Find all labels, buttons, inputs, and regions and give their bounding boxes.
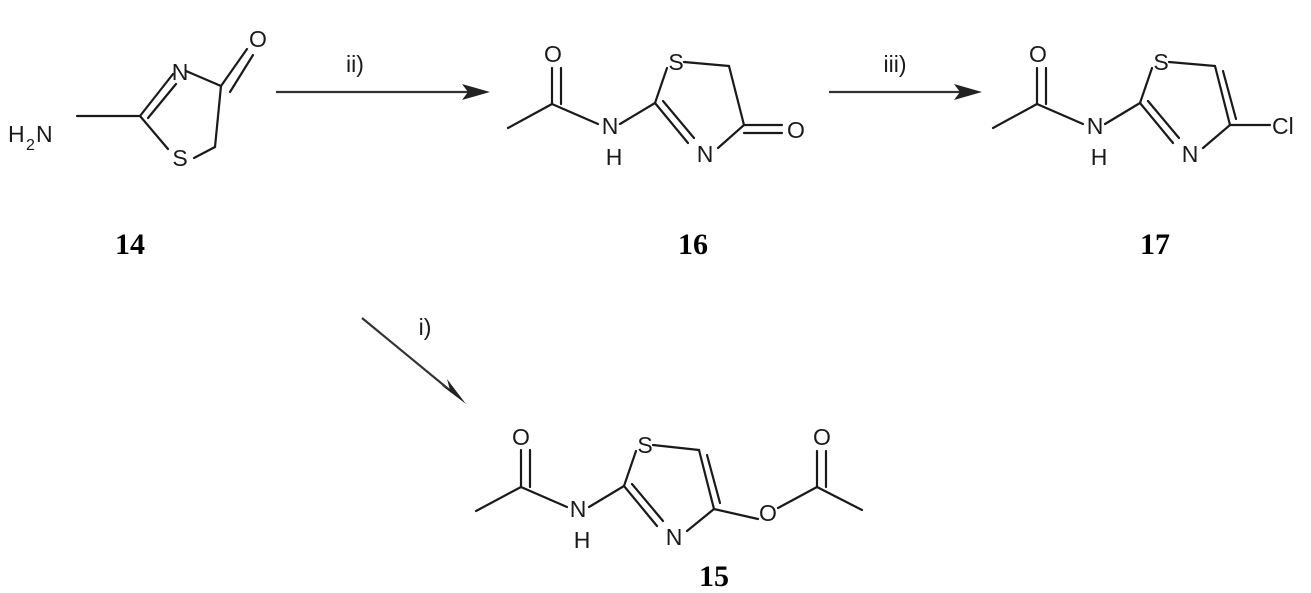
- compound-17-amide-nitrogen: N: [1087, 113, 1104, 139]
- compound-17-amide-hydrogen: H: [1091, 144, 1108, 170]
- compound-16-amide-nh: N H: [602, 113, 623, 170]
- compound-16-bonds: [506, 60, 784, 150]
- condition-step-iii: iii): [884, 51, 907, 77]
- compound-14-sulfur: S: [172, 145, 187, 171]
- compound-15-label: 15: [699, 560, 729, 593]
- arrow-step-iii: [829, 84, 982, 100]
- compound-16-amide-hydrogen: H: [606, 144, 623, 170]
- compound-15-ester-oxygen: O: [759, 500, 777, 526]
- arrow-step-ii: [276, 84, 490, 100]
- compound-15-ring-nitrogen: N: [666, 524, 683, 550]
- compound-17-bonds: [991, 60, 1272, 150]
- compound-17-acyl-oxygen: O: [1029, 41, 1047, 67]
- compound-16-sulfur: S: [668, 49, 683, 75]
- compound-17-label: 17: [1140, 228, 1170, 261]
- compound-14-label: 14: [115, 228, 145, 261]
- compound-15-carbonyl-oxygen: O: [813, 424, 831, 450]
- compound-16-acyl-oxygen: O: [544, 41, 562, 67]
- condition-step-i: i): [419, 314, 432, 340]
- compound-17-structure: O S N H N Cl: [991, 41, 1294, 170]
- compound-16-amide-nitrogen: N: [602, 113, 619, 139]
- compound-15-amide-hydrogen: H: [574, 527, 591, 553]
- compound-17-amide-nh: N H: [1087, 113, 1108, 170]
- compound-16-structure: O S N H N O: [506, 41, 805, 170]
- arrow-step-i: [361, 317, 466, 404]
- compound-15-amide-nh: N H: [570, 496, 591, 553]
- compound-15-acyl-oxygen: O: [512, 424, 530, 450]
- compound-15-structure: O S N H N O O: [474, 424, 864, 553]
- compound-16-ring-nitrogen: N: [697, 141, 714, 167]
- compound-14-nitrogen: N: [172, 59, 189, 85]
- compound-14-amino-hydrogen: H: [8, 121, 25, 147]
- compound-15-amide-nitrogen: N: [570, 496, 587, 522]
- compound-15-sulfur: S: [637, 432, 652, 458]
- compound-17-chlorine: Cl: [1272, 113, 1294, 139]
- compound-14-amino-nitrogen: N: [36, 121, 53, 147]
- compound-16-ring-oxygen: O: [787, 117, 805, 143]
- compound-14-oxygen: O: [249, 26, 267, 52]
- compound-15-bonds: [474, 443, 864, 533]
- compound-16-label: 16: [678, 228, 708, 261]
- compound-14-amino-subscript: 2: [26, 137, 35, 154]
- compound-14-bonds: [75, 47, 255, 160]
- compound-14-structure: N O S H 2 N: [8, 26, 267, 171]
- compound-14-amino-group: H 2 N: [8, 121, 53, 154]
- compound-17-ring-nitrogen: N: [1182, 141, 1199, 167]
- condition-step-ii: ii): [346, 51, 364, 77]
- compound-17-sulfur: S: [1153, 49, 1168, 75]
